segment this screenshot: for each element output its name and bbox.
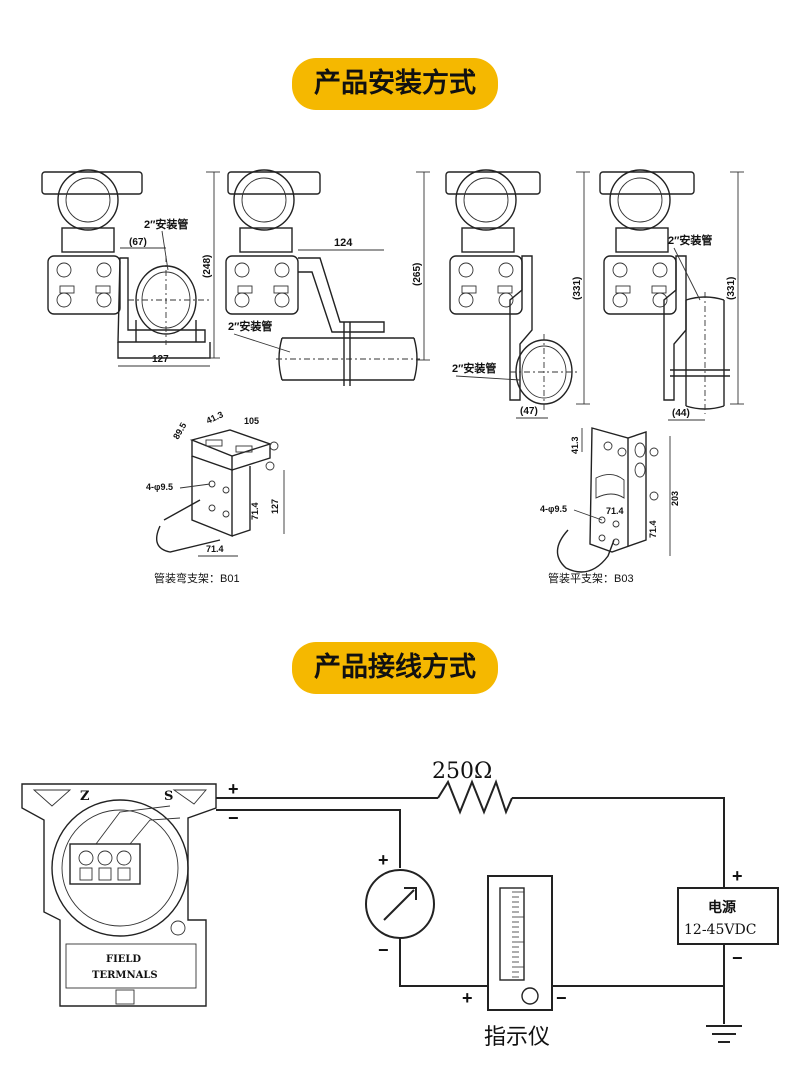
resistor-label: 250Ω xyxy=(432,759,492,784)
transmitter-housing: Z S FIELD TERMNALS xyxy=(21,783,217,1007)
b01-dim-6: 71.4 xyxy=(206,544,224,554)
fig1-dim-base: 127 xyxy=(152,354,169,365)
fig2-dim-height: (265) xyxy=(412,263,423,286)
indicator-instrument: + − 指示仪 xyxy=(462,875,567,1049)
b03-dim-1: 4-φ9.5 xyxy=(540,504,567,514)
fig3-pipe-label: 2″安装管 xyxy=(452,361,496,375)
housing-label-field: FIELD xyxy=(106,954,141,965)
b03-dim-3: 71.4 xyxy=(648,520,658,538)
ammeter-minus: − xyxy=(378,940,389,960)
install-figure-2: 124 (265) 2″安装管 xyxy=(225,169,430,386)
power-minus: − xyxy=(732,948,743,968)
indicator-label: 指示仪 xyxy=(484,1024,550,1049)
b03-caption: 管装平支架：B03 xyxy=(548,571,634,585)
terminal-plus: + xyxy=(228,779,239,799)
b01-dim-2: 105 xyxy=(244,416,259,426)
b01-dim-1: 41.3 xyxy=(205,409,225,425)
fig4-dim-height: (331) xyxy=(726,277,737,300)
bracket-b01-drawing: 89.5 41.3 105 4-φ9.5 71.4 127 71.4 管装弯支架… xyxy=(146,409,285,585)
b03-dim-4: 203 xyxy=(670,491,680,506)
housing-letter-z: Z xyxy=(80,789,90,804)
b01-dim-4: 71.4 xyxy=(250,502,260,520)
b01-dim-0: 89.5 xyxy=(171,421,188,441)
install-section-title: 产品安装方式 xyxy=(292,58,498,110)
circuit-wires xyxy=(216,797,742,1043)
power-label-line2: 12-45VDC xyxy=(684,922,756,938)
power-supply: 电源 12-45VDC + − xyxy=(677,866,779,968)
indicator-plus: + xyxy=(462,988,473,1008)
fig4-pipe-label: 2″安装管 xyxy=(668,233,712,247)
fig1-dim-width: (67) xyxy=(129,237,147,248)
b01-dim-3: 4-φ9.5 xyxy=(146,482,173,492)
b03-dim-2: 71.4 xyxy=(606,506,624,516)
b01-caption: 管装弯支架：B01 xyxy=(154,571,240,585)
power-plus: + xyxy=(732,866,743,886)
fig2-pipe-label: 2″安装管 xyxy=(228,319,272,333)
ammeter: + − xyxy=(365,850,435,960)
fig4-dim-base: (44) xyxy=(672,408,690,419)
fig3-dim-height: (331) xyxy=(572,277,583,300)
b01-dim-5: 127 xyxy=(270,499,280,514)
power-label-line1: 电源 xyxy=(708,899,736,916)
terminal-minus: − xyxy=(228,808,239,828)
fig1-dim-height: (248) xyxy=(202,255,213,278)
indicator-minus: − xyxy=(556,988,567,1008)
b03-dim-0: 41.3 xyxy=(570,436,580,454)
install-figure-3: (331) (47) 2″安装管 xyxy=(445,169,590,419)
housing-letter-s: S xyxy=(164,789,173,804)
install-figure-1: (67) (248) 127 2″安装管 xyxy=(41,169,220,367)
housing-label-terminals: TERMNALS xyxy=(92,970,158,981)
fig3-dim-base: (47) xyxy=(520,406,538,417)
ammeter-plus: + xyxy=(378,850,389,870)
wiring-section-title: 产品接线方式 xyxy=(292,642,498,694)
fig2-dim-width: 124 xyxy=(334,237,353,249)
indicator-scale xyxy=(512,891,524,978)
fig1-pipe-label: 2″安装管 xyxy=(144,217,188,231)
install-figure-4: (331) (44) 2″安装管 xyxy=(599,169,744,421)
resistor-250-ohm: 250Ω xyxy=(432,759,513,815)
bracket-b03-drawing: 41.3 4-φ9.5 71.4 71.4 203 管装平支架：B03 xyxy=(540,427,680,585)
